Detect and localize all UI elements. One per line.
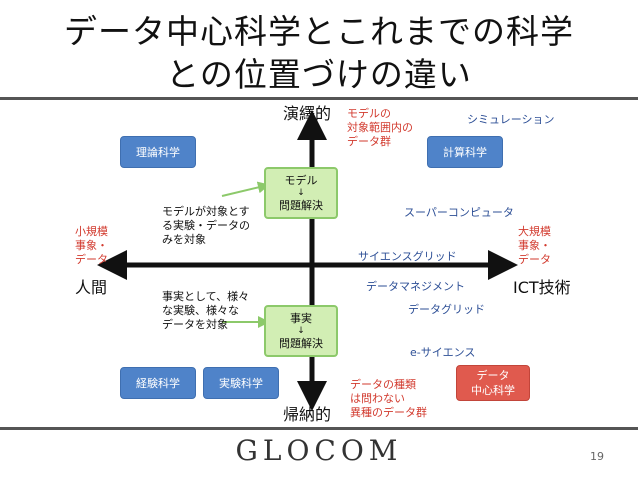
data-types-note: データの種類 は問わない 異種のデータ群: [350, 378, 427, 420]
simulation-label: シミュレーション: [467, 113, 555, 126]
small-data-note: 小規模 事象・ データ: [75, 225, 108, 267]
note-line: な実験、様々な: [162, 304, 239, 317]
note-line: データ群: [347, 135, 391, 148]
model-target-note: モデルが対象とす る実験・データの みを対象: [162, 205, 250, 247]
note-line: 事実として、様々: [162, 290, 250, 303]
axis-label-deductive: 演繹的: [283, 104, 332, 123]
supercomputer-label: スーパーコンピュータ: [404, 206, 514, 219]
bottom-divider: [0, 427, 638, 430]
note-line: データの種類: [350, 378, 416, 391]
model-flow-bottom: 問題解決: [279, 198, 323, 212]
e-science-label: e-サイエンス: [410, 346, 476, 359]
model-flow-arrow: ↓: [297, 187, 305, 198]
model-pointer-arrow: [221, 181, 270, 197]
note-line: は問わない: [350, 392, 405, 405]
title-line-1: データ中心科学とこれまでの科学: [64, 12, 574, 51]
axis-label-inductive: 帰納的: [283, 405, 332, 424]
data-centric-line-2: 中心科学: [471, 384, 515, 397]
slide-title: データ中心科学とこれまでの科学 との位置づけの違い: [0, 10, 638, 96]
note-line: データを対象: [162, 318, 228, 331]
model-flow-top: モデル: [284, 173, 318, 187]
note-line: データ: [518, 253, 551, 266]
fact-target-note: 事実として、様々 な実験、様々な データを対象: [162, 290, 249, 332]
note-line: 大規模: [518, 225, 551, 238]
axis-label-ict: ICT技術: [513, 278, 571, 297]
model-scope-note: モデルの 対象範囲内の データ群: [347, 107, 413, 149]
note-line: モデルが対象とす: [162, 205, 250, 218]
note-line: モデルの: [347, 107, 391, 120]
page-number: 19: [590, 450, 604, 463]
fact-flow-box: 事実 ↓ 問題解決: [264, 305, 338, 357]
large-data-note: 大規模 事象・ データ: [518, 225, 551, 267]
note-line: 小規模: [75, 225, 108, 238]
title-line-2: との位置づけの違い: [166, 55, 472, 94]
empirical-science-box: 経験科学: [120, 367, 196, 399]
computational-science-box: 計算科学: [427, 136, 503, 168]
experimental-science-box: 実験科学: [203, 367, 279, 399]
note-line: データ: [75, 253, 108, 266]
theory-science-box: 理論科学: [120, 136, 196, 168]
fact-flow-bottom: 問題解決: [279, 336, 323, 350]
data-grid-label: データグリッド: [408, 303, 485, 316]
data-management-label: データマネジメント: [366, 280, 465, 293]
data-centric-line-1: データ: [476, 369, 510, 382]
note-line: みを対象: [162, 233, 206, 246]
note-line: 異種のデータ群: [350, 406, 427, 419]
axis-label-human: 人間: [75, 278, 108, 297]
note-line: 事象・: [518, 239, 551, 252]
fact-flow-top: 事実: [290, 311, 312, 325]
data-centric-science-box: データ 中心科学: [456, 365, 530, 401]
top-divider: [0, 97, 638, 100]
science-grid-label: サイエンスグリッド: [358, 250, 457, 263]
note-line: 事象・: [75, 239, 108, 252]
fact-flow-arrow: ↓: [297, 325, 305, 336]
model-flow-box: モデル ↓ 問題解決: [264, 167, 338, 219]
glocom-logo: GLOCOM: [235, 434, 403, 467]
note-line: る実験・データの: [162, 219, 250, 232]
note-line: 対象範囲内の: [347, 121, 413, 134]
